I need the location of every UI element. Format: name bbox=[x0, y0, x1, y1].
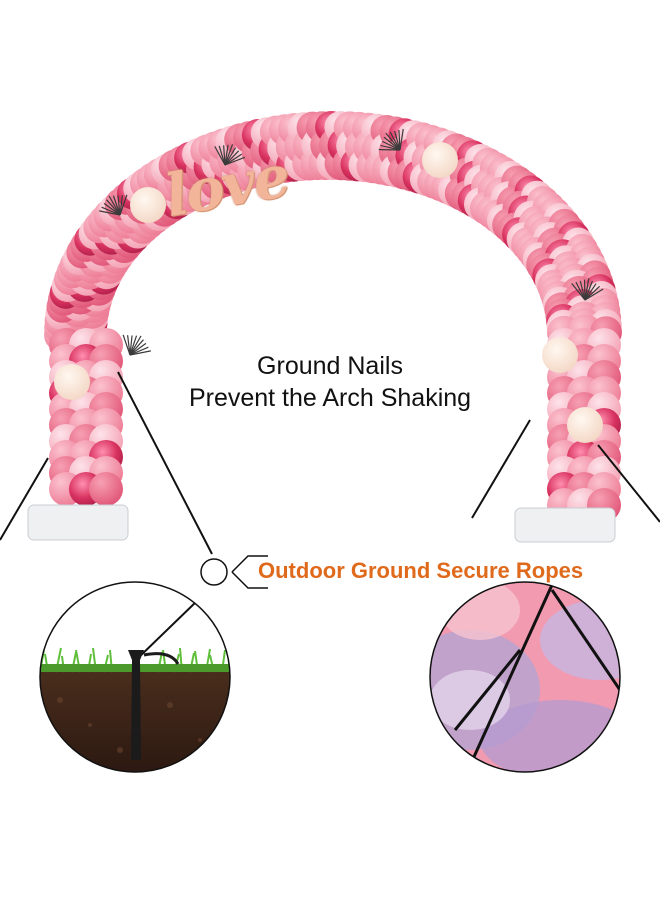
callout-marker bbox=[200, 555, 268, 589]
balloon bbox=[422, 142, 458, 178]
palm-leaf bbox=[378, 128, 404, 151]
palm-leaf bbox=[122, 334, 151, 356]
palm-leaf bbox=[99, 194, 128, 216]
balloon-arch bbox=[44, 111, 622, 522]
balloon bbox=[130, 187, 166, 223]
palm-leaf bbox=[571, 278, 604, 301]
rope-tie-detail bbox=[430, 582, 620, 772]
callout-label: Outdoor Ground Secure Ropes bbox=[258, 558, 584, 583]
right-water-base bbox=[514, 507, 616, 543]
balloon bbox=[567, 407, 603, 443]
ground-nail-detail bbox=[40, 582, 230, 772]
balloon bbox=[542, 337, 578, 373]
title-line-1: Ground Nails bbox=[257, 352, 403, 380]
palm-leaf bbox=[214, 144, 246, 166]
balloon bbox=[54, 364, 90, 400]
balloon bbox=[89, 472, 123, 506]
secure-ropes bbox=[0, 371, 660, 555]
title-line-2: Prevent the Arch Shaking bbox=[188, 384, 472, 412]
left-water-base bbox=[27, 504, 129, 541]
